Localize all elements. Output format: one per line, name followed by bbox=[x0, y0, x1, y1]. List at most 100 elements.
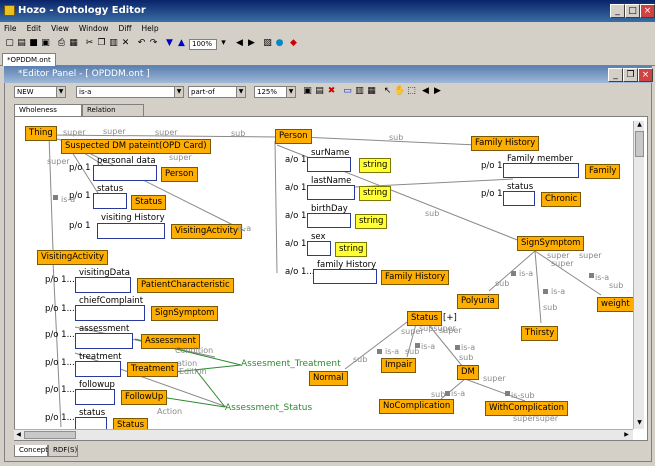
node-person[interactable]: Person bbox=[275, 129, 312, 144]
vertical-scroll-thumb[interactable] bbox=[635, 131, 644, 157]
node-polyuria[interactable]: Polyuria bbox=[457, 294, 499, 309]
ontology-canvas[interactable]: Thing super super super sub Suspected DM… bbox=[14, 116, 648, 441]
split-icon[interactable]: ▥ bbox=[355, 86, 364, 96]
node-treatment[interactable]: Treatment bbox=[127, 362, 179, 377]
scroll-up-icon[interactable]: ▲ bbox=[637, 121, 642, 128]
slot-status[interactable] bbox=[93, 193, 127, 209]
document-tab[interactable]: *OPDDM.ont bbox=[2, 53, 56, 66]
expand-toggle[interactable]: [+] bbox=[443, 313, 457, 323]
relation-assessment-status[interactable]: Assessment_Status bbox=[225, 403, 313, 413]
list-icon[interactable]: ▤ bbox=[315, 86, 324, 96]
slot-personal-data[interactable] bbox=[93, 165, 157, 181]
node-thing[interactable]: Thing bbox=[25, 126, 57, 141]
save-as-icon[interactable]: ▣ bbox=[41, 38, 50, 48]
tab-wholeness-concept[interactable]: Wholeness Concept bbox=[14, 104, 82, 125]
node-visiting-activity[interactable]: VisitingActivity bbox=[37, 250, 109, 265]
slot-birthday[interactable] bbox=[307, 213, 351, 228]
new-combo[interactable]: NEW▼ bbox=[14, 86, 66, 98]
slot-chief-complaint[interactable] bbox=[75, 305, 145, 321]
node-patient-characteristic[interactable]: PatientCharacteristic bbox=[137, 278, 234, 293]
menu-diff[interactable]: Diff bbox=[118, 24, 132, 33]
zoom-field[interactable]: 100% bbox=[189, 39, 217, 50]
node-sign-symptom[interactable]: SignSymptom bbox=[517, 236, 585, 251]
close-icon[interactable]: × bbox=[640, 4, 655, 18]
type-string[interactable]: string bbox=[359, 186, 392, 201]
database-icon[interactable]: ● bbox=[275, 38, 284, 48]
panel-minimize-icon[interactable]: _ bbox=[608, 68, 623, 82]
node-family-history-ref[interactable]: Family History bbox=[381, 270, 450, 285]
minimize-icon[interactable]: _ bbox=[610, 4, 625, 18]
tab-rdfs[interactable]: RDF(S) bbox=[48, 445, 78, 457]
type-string[interactable]: string bbox=[359, 158, 392, 173]
relation-assessment-treatment[interactable]: Assesment_Treatment bbox=[241, 359, 341, 369]
node-visiting-activity-ref[interactable]: VisitingActivity bbox=[171, 224, 243, 239]
menu-edit[interactable]: Edit bbox=[26, 24, 42, 33]
back-icon[interactable]: ◀ bbox=[236, 38, 243, 48]
node-family-history[interactable]: Family History bbox=[471, 136, 540, 151]
slot-family-status[interactable] bbox=[503, 191, 535, 206]
tab-concepts[interactable]: Concepts bbox=[14, 445, 52, 457]
type-string[interactable]: string bbox=[355, 214, 388, 229]
menu-help[interactable]: Help bbox=[141, 24, 159, 33]
save-icon[interactable]: ■ bbox=[29, 38, 38, 48]
node-thirsty[interactable]: Thirsty bbox=[521, 326, 559, 341]
columns-icon[interactable]: ▦ bbox=[367, 86, 376, 96]
paste-icon[interactable]: ▥ bbox=[109, 38, 118, 48]
menu-window[interactable]: Window bbox=[78, 24, 109, 33]
redo-icon[interactable]: ↷ bbox=[149, 38, 158, 48]
horizontal-scroll-thumb[interactable] bbox=[24, 431, 76, 439]
next-icon[interactable]: ▶ bbox=[434, 86, 441, 96]
vertical-scrollbar[interactable]: ▲ ▼ bbox=[633, 121, 644, 429]
delete-node-icon[interactable]: ✖ bbox=[327, 86, 336, 96]
pointer-icon[interactable]: ↖ bbox=[383, 86, 392, 96]
menu-file[interactable]: File bbox=[4, 24, 17, 33]
view-icon[interactable]: ▣ bbox=[303, 86, 312, 96]
node-assessment[interactable]: Assessment bbox=[141, 334, 200, 349]
node-status[interactable]: Status bbox=[407, 311, 443, 326]
scroll-left-icon[interactable]: ◀ bbox=[16, 431, 21, 438]
zoom-dropdown-icon[interactable]: ▾ bbox=[221, 38, 226, 48]
slot-surname[interactable] bbox=[307, 157, 351, 172]
prev-icon[interactable]: ◀ bbox=[422, 86, 429, 96]
menu-view[interactable]: View bbox=[51, 24, 69, 33]
maximize-icon[interactable]: □ bbox=[625, 4, 640, 18]
node-status-ref[interactable]: Status bbox=[131, 195, 167, 210]
slot-visiting-data[interactable] bbox=[75, 277, 131, 293]
panel-zoom-combo[interactable]: 125%▼ bbox=[254, 86, 296, 98]
slot-treatment[interactable] bbox=[75, 361, 121, 377]
slot-family-member[interactable] bbox=[503, 163, 579, 178]
node-chronic[interactable]: Chronic bbox=[541, 192, 582, 207]
slot-visiting-history[interactable] bbox=[97, 223, 165, 239]
select-icon[interactable]: ⬚ bbox=[407, 86, 416, 96]
open-folder-icon[interactable]: ▤ bbox=[17, 38, 26, 48]
node-dm[interactable]: DM bbox=[457, 365, 479, 380]
delete-icon[interactable]: ✕ bbox=[121, 38, 130, 48]
cut-icon[interactable]: ✂ bbox=[85, 38, 94, 48]
node-followup[interactable]: FollowUp bbox=[121, 390, 168, 405]
node-no-complication[interactable]: NoComplication bbox=[379, 399, 455, 414]
scroll-right-icon[interactable]: ▶ bbox=[624, 431, 629, 438]
layout-icon[interactable]: ▧ bbox=[263, 38, 272, 48]
node-impair[interactable]: Impair bbox=[381, 358, 417, 373]
ruby-icon[interactable]: ◆ bbox=[290, 38, 297, 48]
copy-icon[interactable]: ❐ bbox=[97, 38, 106, 48]
type-string[interactable]: string bbox=[335, 242, 368, 257]
frame-icon[interactable]: ▭ bbox=[343, 86, 352, 96]
zoom-in-icon[interactable]: ▲ bbox=[178, 38, 185, 48]
hand-icon[interactable]: ✋ bbox=[394, 86, 406, 96]
node-sign-symptom-ref[interactable]: SignSymptom bbox=[151, 306, 219, 321]
slot-followup[interactable] bbox=[75, 389, 115, 405]
slot-family-history[interactable] bbox=[313, 269, 377, 284]
new-file-icon[interactable]: ▢ bbox=[5, 38, 14, 48]
node-suspected-patient[interactable]: Suspected DM pateint(OPD Card) bbox=[61, 139, 211, 154]
scroll-down-icon[interactable]: ▼ bbox=[637, 419, 642, 426]
print-preview-icon[interactable]: ▦ bbox=[69, 38, 78, 48]
forward-icon[interactable]: ▶ bbox=[248, 38, 255, 48]
zoom-out-icon[interactable]: ▼ bbox=[166, 38, 173, 48]
slot-lastname[interactable] bbox=[307, 185, 355, 200]
slot-sex[interactable] bbox=[307, 241, 331, 256]
panel-restore-icon[interactable]: ❐ bbox=[623, 68, 638, 82]
panel-close-icon[interactable]: × bbox=[638, 68, 653, 82]
isa-combo[interactable]: is-a▼ bbox=[76, 86, 184, 98]
undo-icon[interactable]: ↶ bbox=[137, 38, 146, 48]
